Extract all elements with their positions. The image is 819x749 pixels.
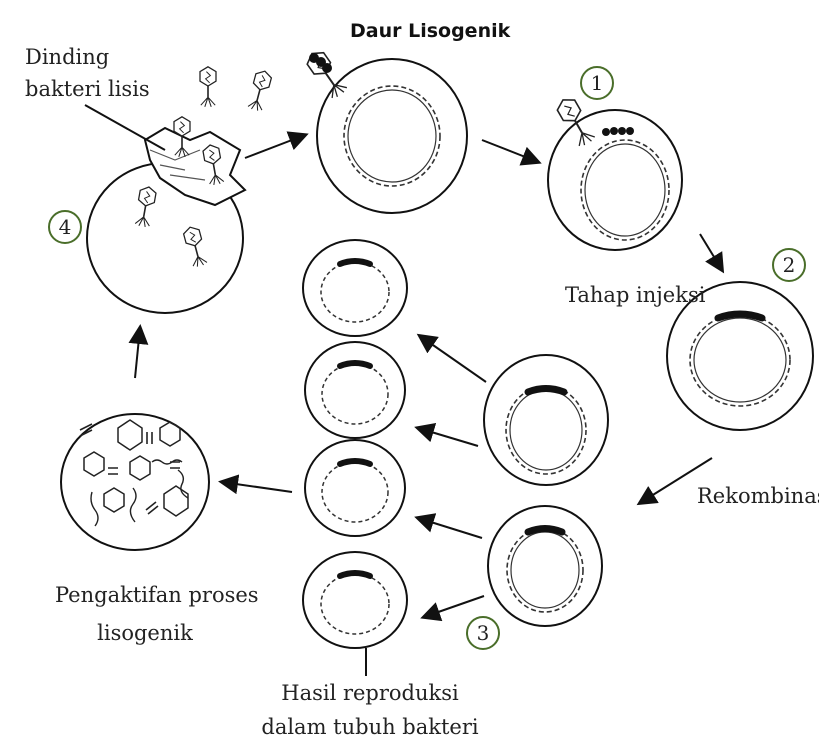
step-4-badge: 4 [48,210,82,244]
cell-recombined-upper [484,355,608,485]
cell-lysis [87,67,273,313]
cell-attachment [317,59,467,213]
label-pengaktifan-line2: lisogenik [55,620,235,646]
cell-injection [548,95,682,250]
diagram-title: Daur Lisogenik [350,20,510,42]
dinding-pointer-line [85,105,165,150]
label-tahap-injeksi: Tahap injeksi [565,282,705,308]
cell-reproduced-4 [303,552,407,676]
step-2-badge: 2 [772,248,806,282]
cell-activation [61,414,209,550]
cell-reproduced-3 [305,440,405,536]
step-3-badge: 3 [466,616,500,650]
label-rekombinasi: Rekombinasi [697,483,819,509]
cell-recombined-lower [488,506,602,626]
label-hasil-line2: dalam tubuh bakteri [260,714,480,740]
cell-reproduced-1 [303,240,407,336]
label-dinding-line1: Dinding [25,44,109,70]
label-hasil-line1: Hasil reproduksi [270,680,470,706]
cell-reproduced-2 [305,342,405,438]
label-pengaktifan-line1: Pengaktifan proses [55,582,235,608]
label-dinding-line2: bakteri lisis [25,76,150,102]
step-1-badge: 1 [580,66,614,100]
